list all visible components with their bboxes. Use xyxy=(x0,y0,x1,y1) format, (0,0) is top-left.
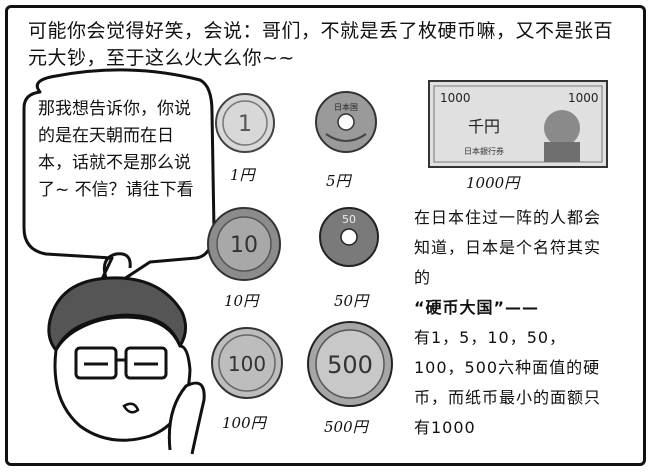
coin-label-10-yen: 10円 xyxy=(224,292,259,310)
speech-bubble-text: 那我想告诉你，你说的是在天朝而在日本，话就不是那么说了~ 不信？请往下看 xyxy=(38,99,194,200)
coin-label-5-yen: 5円 xyxy=(326,172,351,190)
coin-50-yen-icon: 50 xyxy=(319,207,379,267)
svg-text:1: 1 xyxy=(238,112,252,137)
coin-500-yen-icon: 500 xyxy=(307,321,393,407)
banknote-denomination-left: 1000 xyxy=(440,91,471,105)
info-line-1: 在日本住过一阵的人都会知道，日本是个名符其实的 xyxy=(414,208,602,287)
cartoon-character-icon xyxy=(47,252,206,455)
coin-label-500-yen: 500円 xyxy=(324,418,368,436)
coin-label-100-yen: 100円 xyxy=(222,414,266,432)
info-emphasis: “硬币大国”—— xyxy=(414,298,540,317)
svg-text:500: 500 xyxy=(327,351,373,379)
banknote-issuer: 日本銀行券 xyxy=(464,146,504,156)
svg-text:10: 10 xyxy=(230,233,258,258)
coin-100-yen-icon: 100 xyxy=(211,327,283,399)
banknote-label-1000-yen: 1000円 xyxy=(466,174,520,192)
banknote-1000-yen-icon: 1000 1000 千円 日本銀行券 xyxy=(428,80,608,168)
banknote-kanji: 千円 xyxy=(468,117,500,136)
svg-text:日本国: 日本国 xyxy=(334,102,358,112)
coin-label-50-yen: 50円 xyxy=(334,292,369,310)
banknote-denomination-right: 1000 xyxy=(568,91,599,105)
info-text-block: 在日本住过一阵的人都会知道，日本是个名符其实的 “硬币大国”—— 有1，5，10… xyxy=(414,203,614,443)
coin-10-yen-icon: 10 xyxy=(207,207,281,281)
svg-text:100: 100 xyxy=(228,352,266,376)
narration-text: 可能你会觉得好笑，会说：哥们，不就是丢了枚硬币嘛，又不是张百元大钞，至于这么火大… xyxy=(28,20,614,69)
coin-label-1-yen: 1円 xyxy=(230,166,255,184)
info-line-2: 有1，5，10，50，100，500六种面值的硬币，而纸币最小的面额只有1000 xyxy=(414,328,602,437)
coin-5-yen-icon: 日本国 xyxy=(315,91,377,153)
coin-1-yen-icon: 1 xyxy=(215,93,275,153)
svg-text:50: 50 xyxy=(342,213,356,226)
